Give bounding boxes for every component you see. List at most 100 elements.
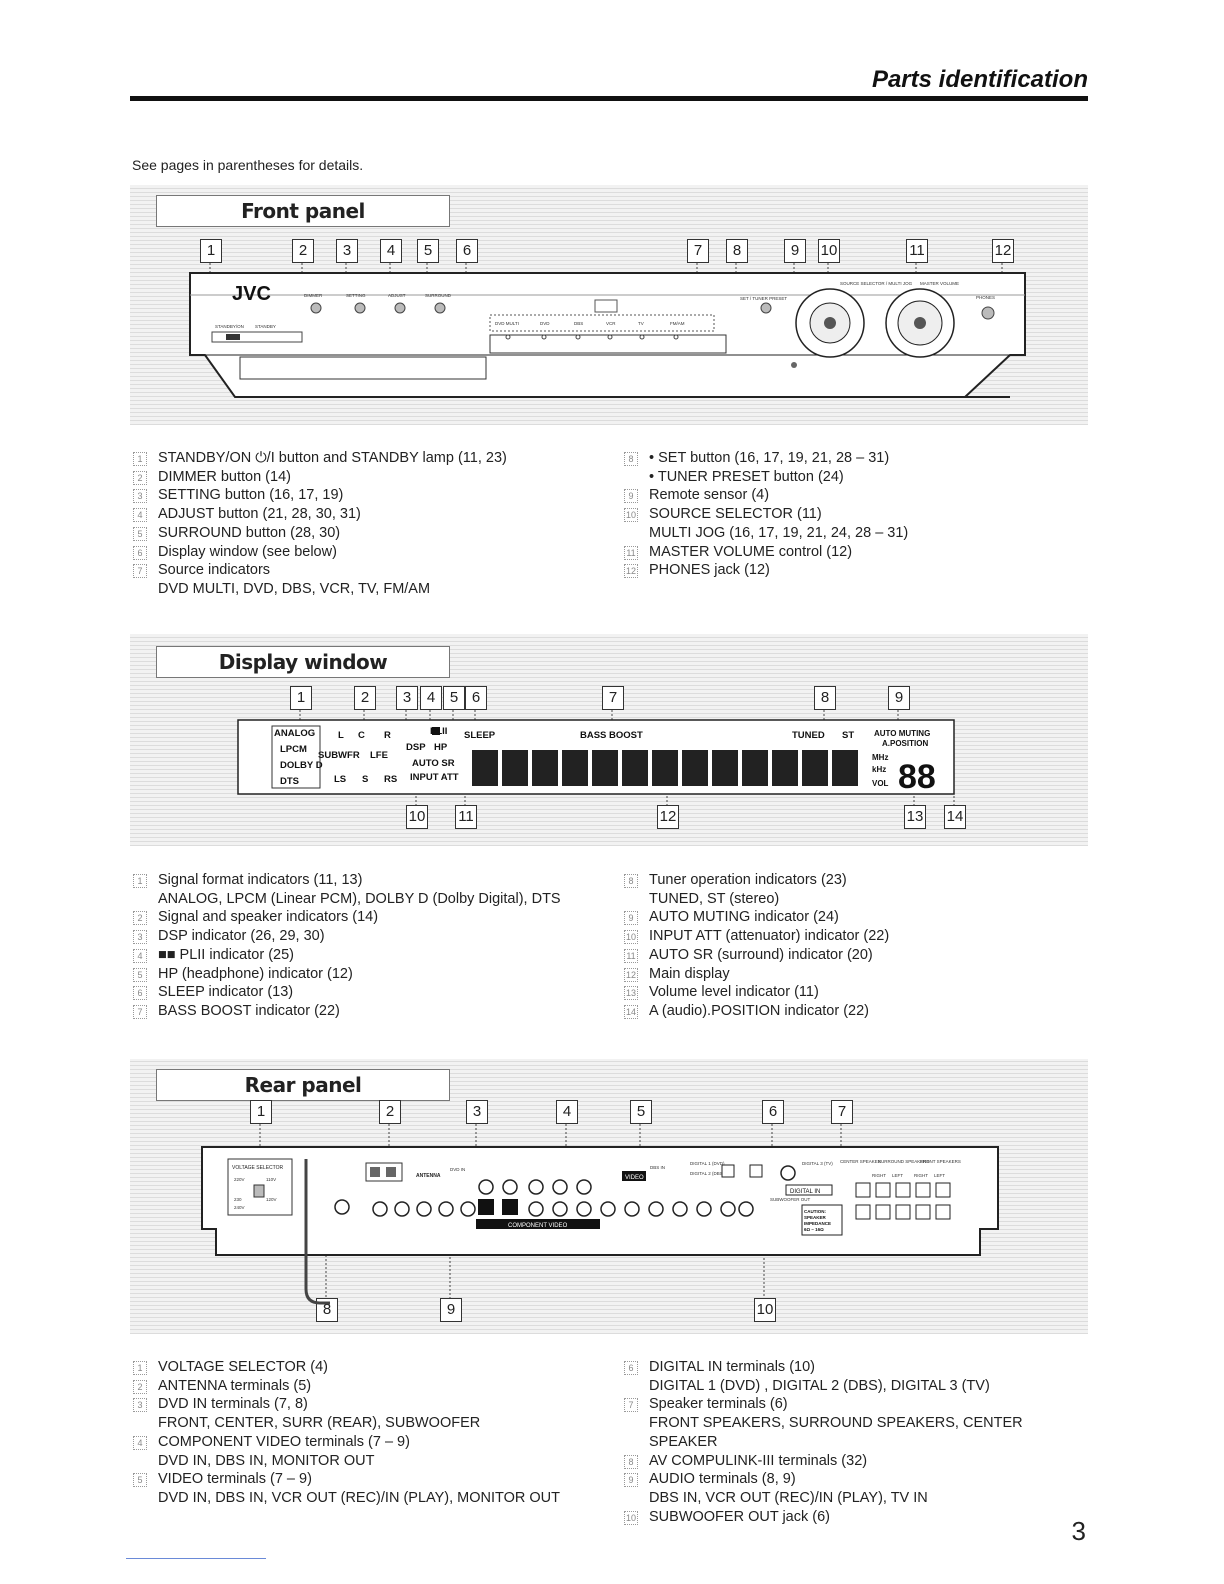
item-text: AUTO SR (surround) indicator (20) [649,946,873,963]
front-callout-3: 3 [336,239,358,263]
src-tv: TV [638,321,644,326]
item-number: 11 [624,545,638,560]
display-window-figure: Display window 1 2 3 4 5 6 7 8 9 10 11 1… [130,634,1088,846]
display-callout-8: 8 [814,686,836,710]
display-callout-6: 6 [465,686,487,710]
spk-right-2: RIGHT [914,1173,928,1178]
caution-label: CAUTION: [804,1209,826,1214]
front-speakers-label: FRONT SPEAKERS [920,1159,961,1164]
lcd-spk-r: R [384,730,391,741]
rear-item-5-detail: DVD IN, DBS IN, VCR OUT (REC)/IN (PLAY),… [133,1489,613,1508]
lcd-vol-digits: 88 [898,758,936,796]
caution-speaker: SPEAKER [804,1215,827,1220]
standby-on-label: STANDBY/ON [215,324,244,329]
item-text: ANALOG, LPCM (Linear PCM), DOLBY D (Dolb… [158,890,561,907]
front-panel-device: JVC DIMMER SETTING ADJUST SURROUND STAND… [189,263,1026,398]
item-number: 10 [624,1510,638,1525]
item-number: 1 [133,452,147,466]
dimmer-label: DIMMER [304,293,323,298]
item-number: 4 [133,948,147,963]
item-number: 2 [133,911,147,926]
item-number: 6 [133,545,147,560]
display-callout-14: 14 [944,805,966,829]
component-video-label: COMPONENT VIDEO [508,1223,568,1229]
item-number: 6 [133,986,147,1001]
caution-ohms: 6Ω – 16Ω [804,1227,824,1232]
display-callout-4: 4 [420,686,442,710]
item-text: Tuner operation indicators (23) [649,872,847,888]
item-number: 8 [624,452,638,466]
item-number: 9 [624,489,638,504]
item-text: DBS IN, VCR OUT (REC)/IN (PLAY), TV IN [649,1489,928,1506]
item-number: 3 [133,930,147,945]
rear-item-4-detail: DVD IN, DBS IN, MONITOR OUT [133,1452,613,1471]
display-callout-13: 13 [904,805,926,829]
item-text: DIGITAL 1 (DVD) , DIGITAL 2 (DBS), DIGIT… [649,1377,990,1394]
item-text: Signal format indicators (11, 13) [158,872,363,888]
front-callout-8: 8 [726,239,748,263]
item-text: MASTER VOLUME control (12) [649,543,853,560]
item-text: DVD IN, DBS IN, MONITOR OUT [158,1452,375,1469]
display-item-8-detail: TUNED, ST (stereo) [624,890,1084,909]
item-text: SOURCE SELECTOR (11) [649,506,822,523]
page-number: 3 [1071,1516,1086,1546]
front-list-right: 8• SET button (16, 17, 19, 21, 28 – 31) … [624,449,1084,580]
lcd-khz: kHz [872,765,886,774]
item-number: 12 [624,967,638,982]
item-text: ADJUST button (21, 28, 30, 31) [158,506,361,523]
item-text: DIMMER button (14) [158,468,291,485]
surround-speakers-label: SURROUND SPEAKERS [878,1159,930,1164]
antenna-label: ANTENNA [416,1173,441,1179]
lcd-st: ST [842,730,854,741]
source-selector-label: SOURCE SELECTOR / MULTI JOG [840,281,913,286]
item-text: BASS BOOST indicator (22) [158,1002,340,1019]
front-callout-11: 11 [906,239,928,263]
item-text: FRONT SPEAKERS, SURROUND SPEAKERS, CENTE… [649,1415,1023,1432]
item-number: 7 [624,1398,638,1413]
item-text: SUBWOOFER OUT jack (6) [649,1508,830,1525]
src-dbs: DBS [574,321,583,326]
rear-panel-figure: Rear panel 1 2 3 4 5 6 7 8 9 10 VOLTAGE … [130,1059,1088,1334]
display-callout-11: 11 [455,805,477,829]
item-number: 5 [133,967,147,982]
caution-impedance: IMPEDANCE [804,1221,831,1226]
display-item-4: 4 ■■ PLII indicator (25) [133,946,613,965]
rear-item-9-detail: DBS IN, VCR OUT (REC)/IN (PLAY), TV IN [624,1489,1084,1508]
lcd-lpcm: LPCM [280,744,307,755]
item-text: Remote sensor (4) [649,487,770,504]
lcd-tuned: TUNED [792,730,825,741]
front-item-10-detail: MULTI JOG (16, 17, 19, 21, 24, 28 – 31) [624,524,1084,543]
subwoofer-out-label: SUBWOOFER OUT [770,1197,811,1202]
front-item-9: 9 Remote sensor (4) [624,486,1084,505]
item-number: 2 [133,470,147,485]
item-text: A (audio).POSITION indicator (22) [649,1002,869,1019]
item-text: AUDIO terminals (8, 9) [649,1471,796,1488]
front-callout-4: 4 [380,239,402,263]
front-item-8-detail: • TUNER PRESET button (24) [624,468,1084,487]
rear-callout-3: 3 [466,1100,488,1124]
src-dvd: DVD [540,321,550,326]
display-callout-3: 3 [396,686,418,710]
front-callout-2: 2 [292,239,314,263]
item-number: 3 [133,1398,147,1413]
item-text: ■■ PLII indicator (25) [158,946,294,963]
item-number: 10 [624,930,638,945]
rear-callout-9: 9 [440,1298,462,1322]
rear-callout-5: 5 [630,1100,652,1124]
src-fmam: FM/AM [670,321,685,326]
item-number: 9 [624,911,638,926]
item-text: ANTENNA terminals (5) [158,1377,312,1394]
item-number: 5 [133,526,147,541]
rear-item-7-detail-2: SPEAKER [624,1433,1084,1452]
